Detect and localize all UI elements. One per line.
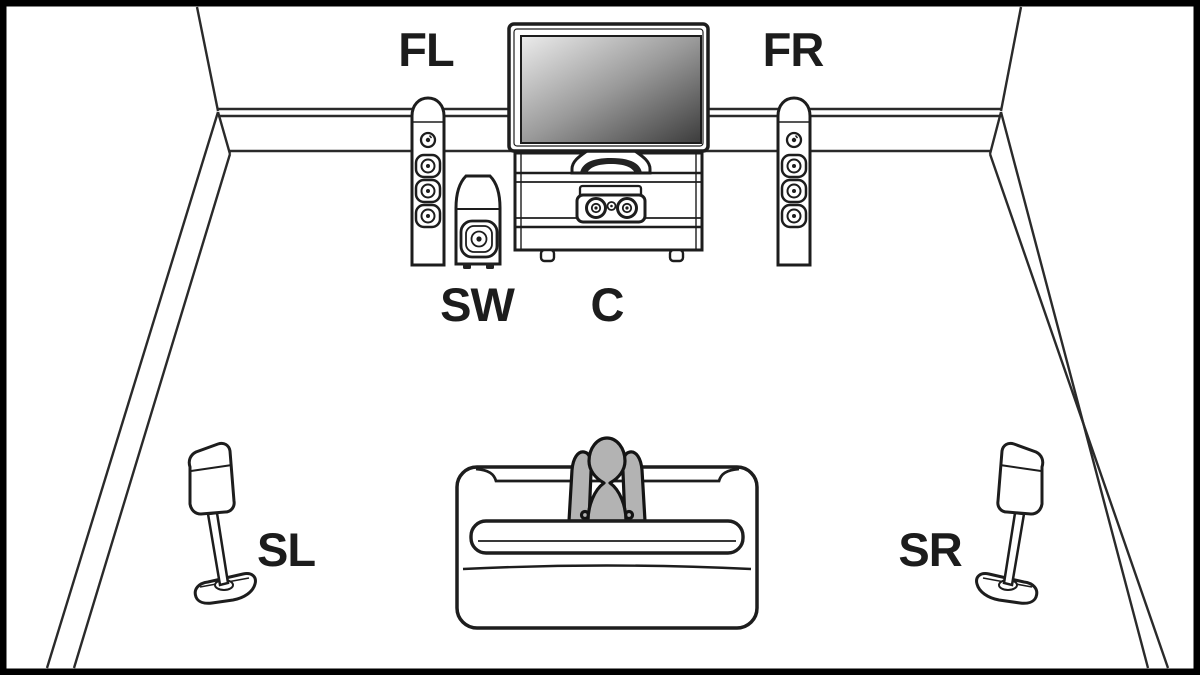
subwoofer-foot-right [486, 263, 494, 269]
front-left-tower-speaker [412, 98, 444, 265]
left-baseboard-inner [72, 153, 232, 669]
label-subwoofer: SW [440, 278, 515, 331]
listener-head-torso [586, 436, 628, 523]
center-speaker [575, 184, 647, 224]
right-baseboard-inner [999, 111, 1150, 669]
channel-labels: FL FR SW C SL SR [257, 23, 963, 576]
subwoofer [454, 174, 502, 269]
label-front-right: FR [763, 23, 824, 76]
label-surround-left: SL [257, 523, 315, 576]
left-wall-corner-edge [195, 6, 220, 112]
tv-pedestal [570, 149, 652, 175]
left-corner-post [216, 111, 232, 155]
listener-silhouette [567, 436, 647, 523]
label-front-left: FL [398, 23, 454, 76]
sofa-back-cushion [469, 519, 745, 555]
sofa-base-edge [462, 564, 752, 571]
front-right-tower-speaker [778, 98, 810, 265]
left-baseboard-outer [45, 111, 220, 669]
tv [507, 22, 710, 153]
sofa [455, 436, 759, 630]
rack-foot-left [539, 248, 556, 263]
subwoofer-foot-left [463, 263, 471, 269]
label-surround-right: SR [898, 523, 961, 576]
right-wall-corner-edge [999, 6, 1023, 112]
label-center: C [591, 278, 624, 331]
right-baseboard-outer [988, 153, 1170, 669]
rack-foot-right [668, 248, 685, 263]
right-corner-post [988, 111, 1003, 155]
tv-screen [520, 35, 702, 144]
